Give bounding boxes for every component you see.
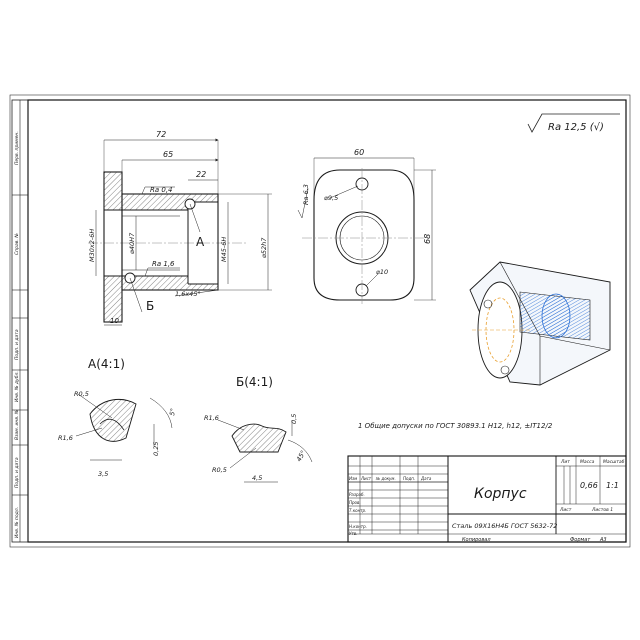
detail-a-title: A(4:1) (88, 357, 125, 371)
tb-format: Формат (570, 537, 591, 543)
hole-10: ⌀10 (376, 268, 388, 276)
dim-22: 22 (196, 170, 206, 179)
tb-col-lit: Лит (560, 459, 570, 465)
thread-m45: M45-6H (220, 237, 228, 262)
detail-a-dim025: 0,25 (152, 442, 160, 456)
tb-format-val: A3 (599, 537, 607, 543)
detail-a-dim35: 3,5 (98, 470, 108, 478)
bore-40: ⌀40H7 (128, 232, 136, 254)
tb-mass: 0,66 (580, 481, 598, 490)
tb-col-mass: Масса (580, 459, 595, 465)
hole-95: ⌀9,5 (324, 194, 338, 202)
roughness-general-text: Ra 12,5 (√) (548, 122, 604, 133)
tb-utv: Утв. (349, 531, 357, 536)
label-b: Б (146, 299, 154, 313)
tb-date: Дата (420, 476, 432, 481)
detail-b-dim05: 0,5 (290, 414, 298, 424)
detail-b-dim45: 4,5 (252, 474, 262, 482)
tb-kopiroval: Копировал (462, 537, 491, 543)
ra-16: Ra 1,6 (152, 260, 175, 268)
tb-prov: Пров. (349, 500, 361, 505)
strip-vzam: Взам. инв. № (14, 409, 20, 440)
main-section-view: 72 65 22 10 M30x2-6H ⌀40H7 M45-6H ⌀52h7 … (88, 130, 272, 326)
detail-b-r16: R1,6 (204, 414, 219, 422)
ra-04: Ra 0,4 (150, 186, 173, 194)
strip-inv-podl: Инв. № подл. (14, 507, 20, 538)
detail-a-r16: R1,6 (58, 434, 73, 442)
chamfer-label: 1,6x45° (175, 290, 201, 298)
dim-68: 68 (423, 234, 432, 244)
dim-60: 60 (354, 148, 364, 157)
tb-sign: Подп. (403, 476, 415, 481)
tb-col-scale: Масштаб (603, 459, 625, 465)
dim-10: 10 (110, 317, 119, 325)
dim-65: 65 (163, 150, 173, 159)
tb-nkontr: Н.контр. (349, 524, 367, 529)
roughness-general: Ra 12,5 (√) (527, 113, 620, 133)
strip-perv: Перв. примен. (14, 131, 20, 165)
detail-b: Б(4:1) R1,6 R0,5 0,5 4,5 45° (204, 375, 313, 483)
strip-podp1: Подп. и дата (14, 329, 20, 360)
strip-inv-dubl: Инв. № дубл. (14, 371, 20, 402)
ra-63: Ra 6,3 (302, 184, 310, 205)
isometric-view (469, 261, 611, 386)
detail-b-r05: R0,5 (212, 466, 227, 474)
title-block: Изм Лист № докум. Подп. Дата Разраб. Про… (347, 455, 627, 543)
detail-a: A(4:1) R0,5 R1,6 3,5 0,25 5° (58, 357, 177, 478)
outer-frame (9, 94, 631, 548)
tb-scale: 1:1 (606, 481, 619, 490)
detail-b-title: Б(4:1) (236, 375, 273, 389)
tb-list: Лист (360, 476, 372, 481)
tb-doc: № докум. (375, 476, 396, 481)
tolerance-note: 1 Общие допуски по ГОСТ 30893.1 H12, h12… (358, 422, 553, 430)
flange-view: 60 68 Ra 6,3 ⌀9,5 ⌀10 (297, 148, 436, 304)
dia-52: ⌀52h7 (260, 237, 268, 258)
thread-m30: M30x2-6H (88, 229, 96, 262)
tb-sheet: Лист (559, 507, 572, 513)
tb-material: Сталь 09Х16Н4Б ГОСТ 5632-72 (452, 522, 557, 530)
tb-izm: Изм (349, 476, 357, 481)
strip-sprav: Справ. № (14, 233, 20, 255)
dim-72: 72 (156, 130, 166, 139)
tb-tkontr: Т.контр. (349, 508, 366, 513)
detail-a-r05: R0,5 (74, 390, 89, 398)
side-strip: Перв. примен. Справ. № Подп. и дата Инв.… (11, 99, 29, 543)
tb-name: Корпус (474, 486, 527, 502)
label-a: A (196, 235, 205, 249)
tb-razrab: Разраб. (349, 492, 365, 497)
tb-sheets: Листов 1 (591, 507, 613, 513)
detail-a-angle: 5° (168, 408, 177, 417)
strip-podp2: Подп. и дата (14, 457, 20, 488)
